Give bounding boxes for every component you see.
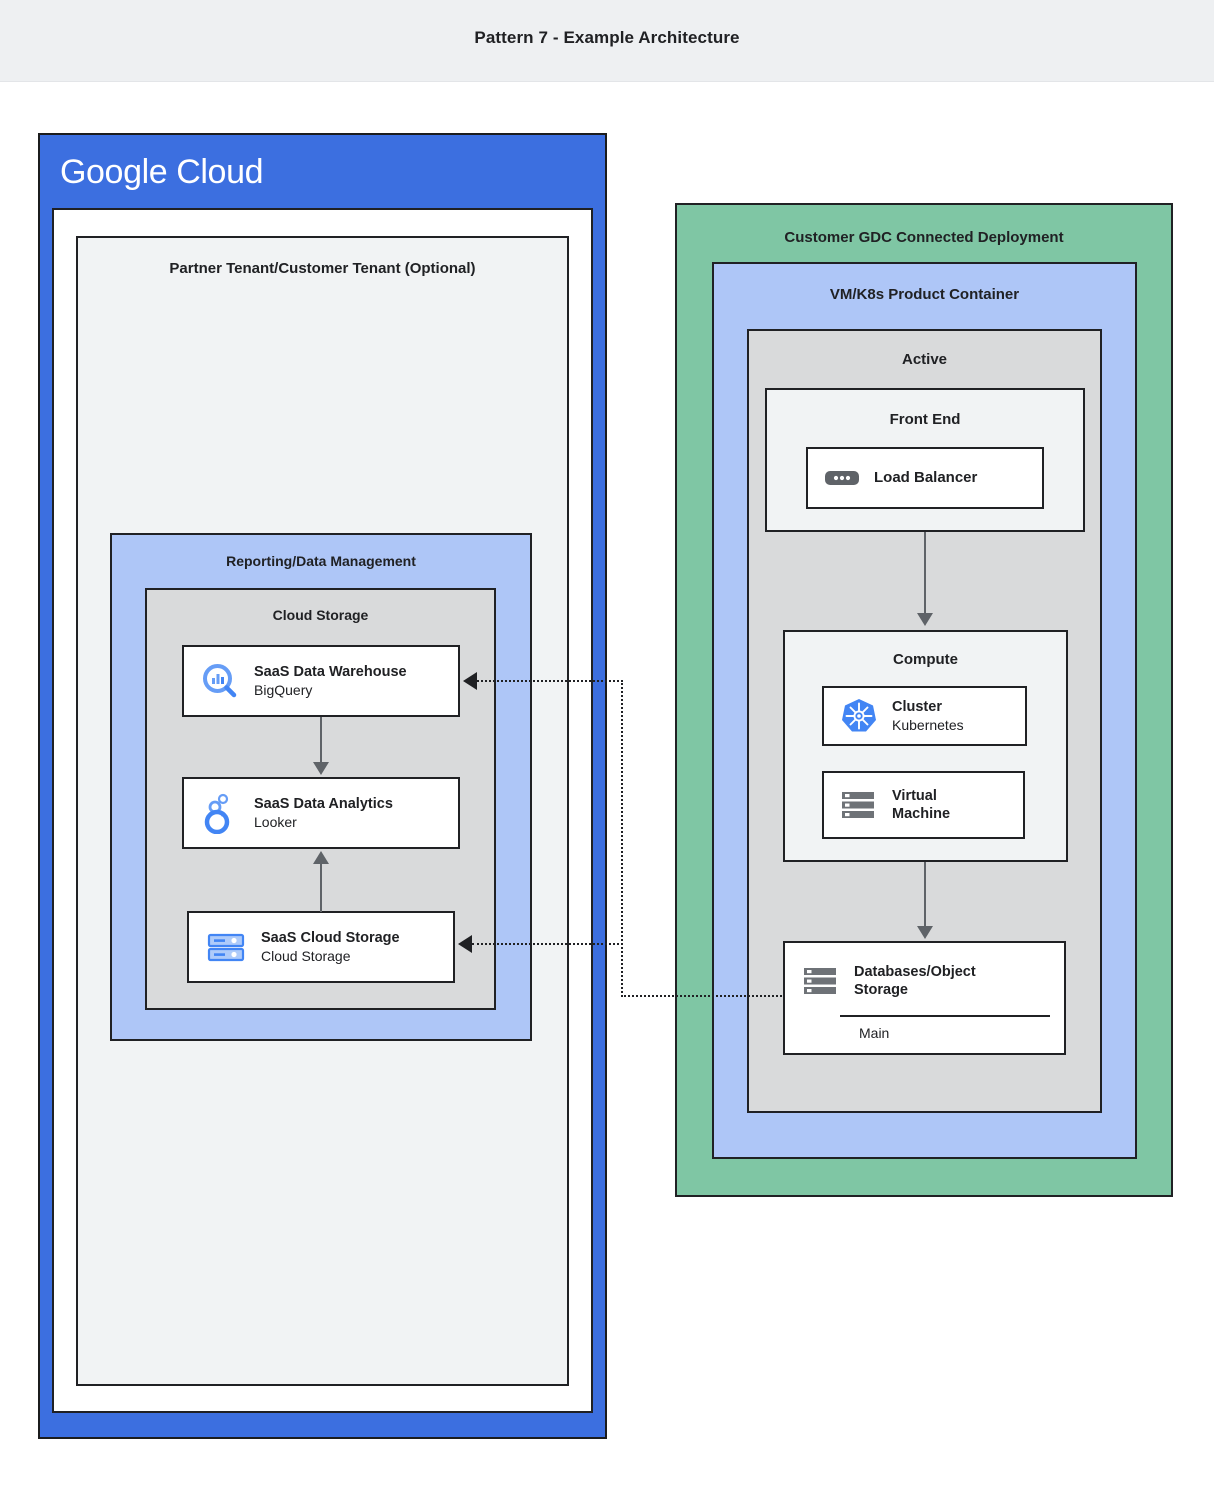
connector-database-to-cloud-storage-arrow [458, 935, 472, 953]
bigquery-icon [200, 661, 240, 701]
connector-storage-to-analytics-arrow [313, 851, 329, 864]
saas-data-warehouse-subtitle: BigQuery [254, 681, 313, 698]
kubernetes-icon [840, 697, 878, 735]
connector-database-to-warehouse-arrow [463, 672, 477, 690]
databases-object-storage-title-line2: Storage [854, 982, 908, 998]
reporting-data-management-title: Reporting/Data Management [226, 553, 416, 569]
partner-tenant-title: Partner Tenant/Customer Tenant (Optional… [169, 260, 476, 277]
databases-object-storage-card[interactable]: Databases/Object Storage Main [783, 941, 1066, 1055]
google-cloud-logo-word2: Cloud [176, 153, 264, 191]
databases-object-storage-text: Databases/Object Storage [854, 963, 976, 999]
cloud-storage-icon [205, 927, 247, 967]
connector-frontend-to-compute-arrow [917, 613, 933, 626]
saas-data-analytics-text: SaaS Data Analytics Looker [254, 795, 393, 831]
saas-data-warehouse-title: SaaS Data Warehouse [254, 663, 407, 680]
connector-database-to-warehouse-segment [477, 680, 623, 682]
cluster-subtitle: Kubernetes [892, 716, 964, 733]
looker-icon [200, 792, 240, 834]
cluster-text: Cluster Kubernetes [892, 698, 964, 734]
load-balancer-text: Load Balancer [874, 469, 977, 488]
connector-storage-to-analytics-line [320, 864, 322, 912]
front-end-title: Front End [889, 411, 961, 428]
cluster-card[interactable]: Cluster Kubernetes [822, 686, 1027, 746]
virtual-machine-card[interactable]: Virtual Machine [822, 771, 1025, 839]
virtual-machine-icon [840, 788, 878, 822]
compute-title: Compute [893, 651, 958, 668]
page-title: Pattern 7 - Example Architecture [474, 28, 740, 47]
google-cloud-logo-word1: Google [60, 153, 168, 191]
load-balancer-title: Load Balancer [874, 468, 978, 486]
connector-frontend-to-compute-line [924, 532, 926, 614]
saas-cloud-storage-title: SaaS Cloud Storage [261, 929, 400, 946]
vm-k8s-product-container-title: VM/K8s Product Container [829, 286, 1020, 303]
connector-database-to-gcp-segment-bottom [621, 995, 785, 997]
database-icon [802, 964, 840, 998]
databases-object-storage-head: Databases/Object Storage [785, 953, 1064, 1009]
virtual-machine-text: Virtual Machine [892, 787, 950, 823]
saas-cloud-storage-subtitle: Cloud Storage [261, 947, 351, 964]
saas-data-analytics-card[interactable]: SaaS Data Analytics Looker [182, 777, 460, 849]
connector-compute-to-database-arrow [917, 926, 933, 939]
cloud-storage-group-title: Cloud Storage [272, 607, 369, 623]
connector-database-to-cloud-storage-segment [472, 943, 623, 945]
load-balancer-card[interactable]: Load Balancer [806, 447, 1044, 509]
saas-data-warehouse-text: SaaS Data Warehouse BigQuery [254, 663, 407, 699]
saas-data-warehouse-card[interactable]: SaaS Data Warehouse BigQuery [182, 645, 460, 717]
virtual-machine-title: Virtual Machine [892, 787, 951, 822]
customer-gdc-deployment-title: Customer GDC Connected Deployment [784, 229, 1064, 246]
connector-warehouse-to-analytics-arrow [313, 762, 329, 775]
saas-cloud-storage-card[interactable]: SaaS Cloud Storage Cloud Storage [187, 911, 455, 983]
load-balancer-icon [824, 467, 860, 489]
cluster-title: Cluster [892, 698, 942, 715]
saas-data-analytics-title: SaaS Data Analytics [254, 795, 393, 812]
active-title: Active [901, 351, 948, 368]
saas-cloud-storage-text: SaaS Cloud Storage Cloud Storage [261, 929, 400, 965]
connector-database-to-gcp-riser [621, 680, 623, 997]
databases-object-storage-title-line1: Databases/Object [854, 963, 976, 980]
connector-warehouse-to-analytics-line [320, 717, 322, 763]
databases-object-storage-divider [840, 1015, 1050, 1017]
connector-compute-to-database-line [924, 862, 926, 927]
header-bar: Pattern 7 - Example Architecture [0, 0, 1214, 82]
saas-data-analytics-subtitle: Looker [254, 813, 297, 830]
databases-object-storage-subtitle: Main [859, 1025, 890, 1041]
